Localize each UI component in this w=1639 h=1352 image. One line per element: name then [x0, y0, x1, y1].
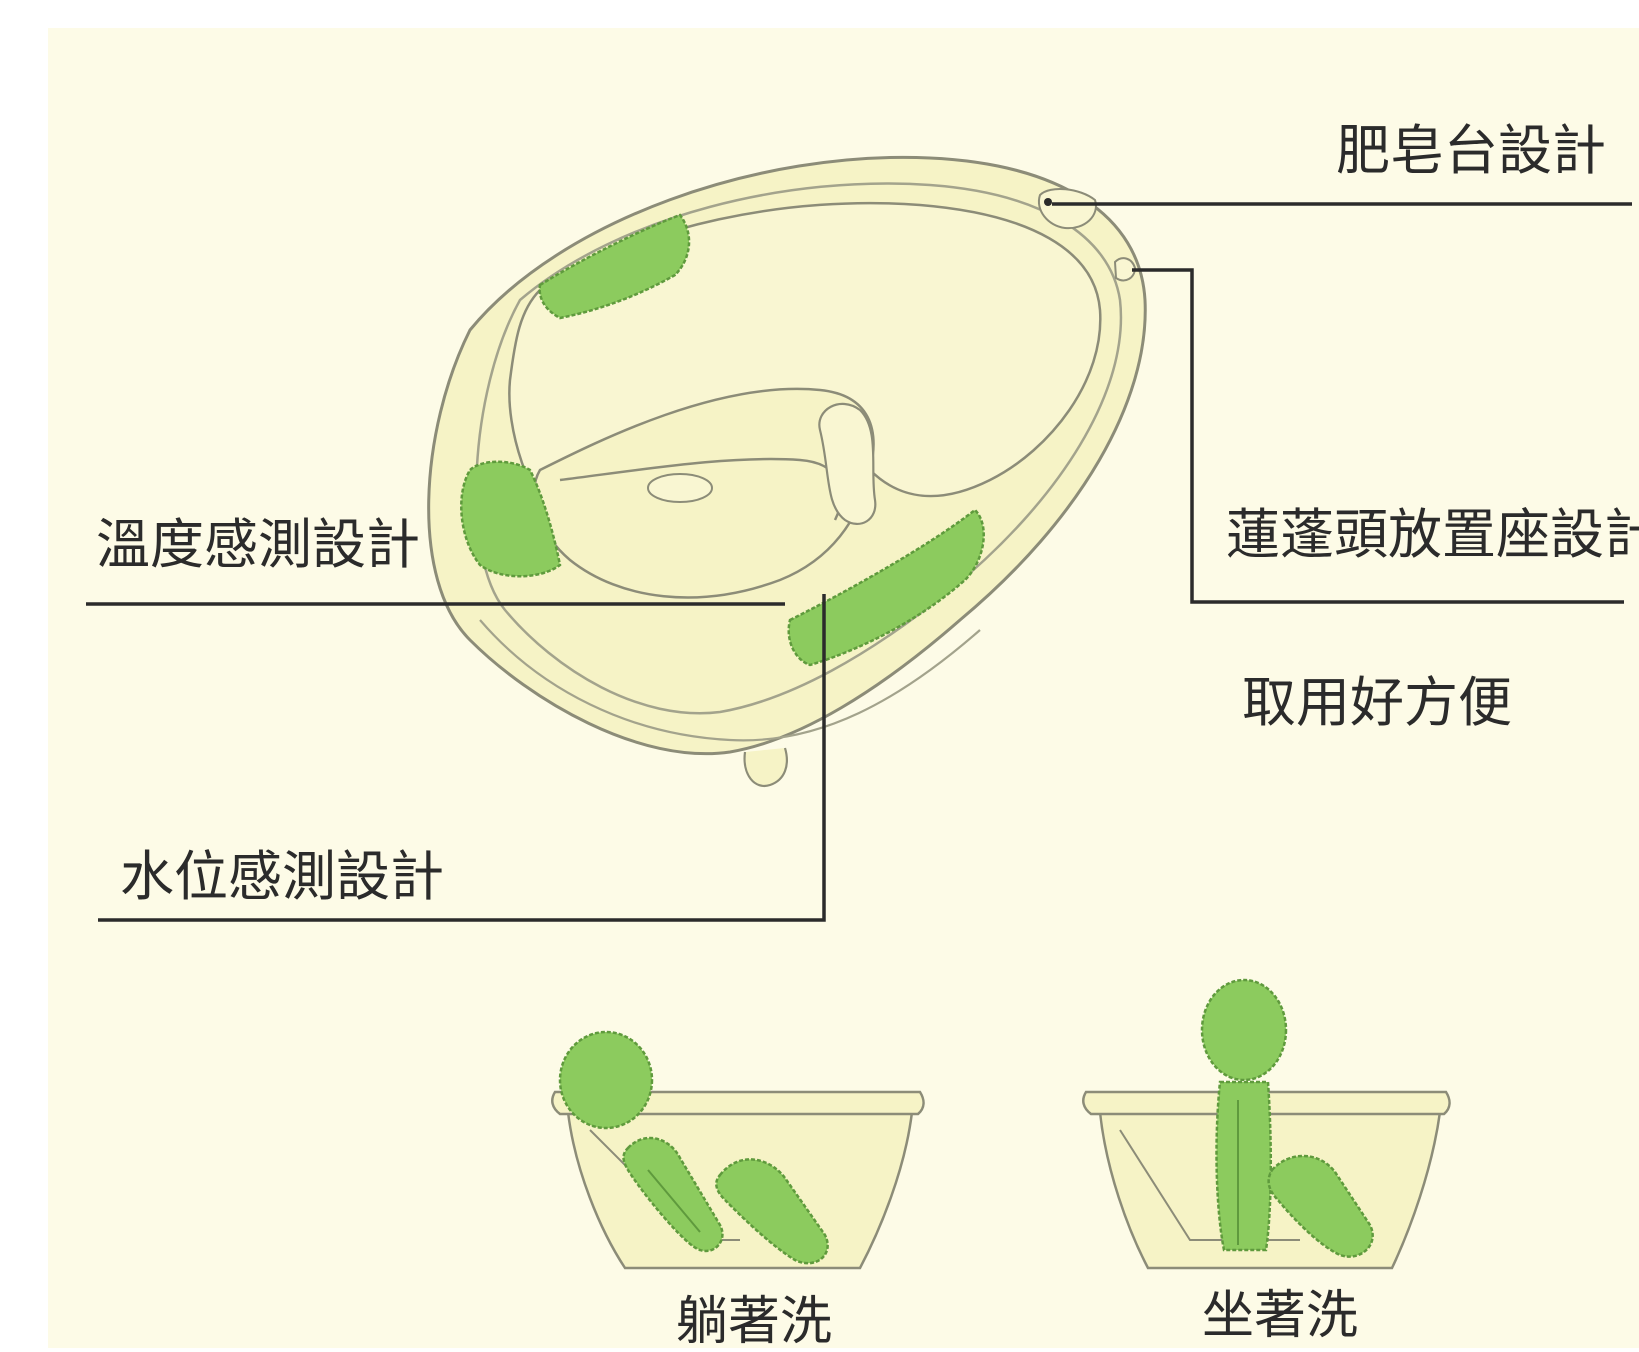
tub-headrest — [818, 402, 877, 526]
sitting-baby-body — [1215, 1080, 1273, 1252]
lying-wash-illustration — [551, 1030, 925, 1270]
label-shower-holder: 蓮蓬頭放置座設計 — [1226, 503, 1639, 566]
lying-baby-body — [622, 1136, 724, 1253]
lying-baby-legs — [715, 1158, 829, 1265]
soap-dish — [1037, 188, 1097, 230]
label-shower-holder-note: 取用好方便 — [1242, 671, 1512, 734]
label-sitting-wash: 坐著洗 — [1202, 1286, 1359, 1346]
leader-shower-holder — [1132, 268, 1624, 604]
label-temperature-sensor: 溫度感測設計 — [96, 513, 420, 576]
label-soap-tray: 肥皂台設計 — [1336, 119, 1606, 182]
leader-lines — [86, 202, 1632, 922]
label-water-level-sensor: 水位感測設計 — [120, 845, 444, 908]
green-pad-top — [538, 213, 691, 320]
lying-baby-head — [558, 1030, 654, 1130]
leader-water-level — [98, 594, 826, 922]
shower-holder — [1113, 257, 1137, 282]
green-pad-bottom — [787, 508, 985, 667]
sitting-wash-illustration — [1082, 978, 1451, 1270]
tub-rim-inner-line — [475, 182, 1123, 715]
sitting-baby-head — [1200, 978, 1288, 1082]
tub-drain — [647, 473, 713, 503]
lying-baby-arm — [647, 1169, 701, 1233]
main-bathtub — [427, 155, 1147, 788]
sitting-baby-legs — [1267, 1154, 1374, 1258]
label-lying-wash: 躺著洗 — [676, 1292, 833, 1352]
tub-foot — [743, 747, 788, 788]
soap-dish-point — [1044, 198, 1052, 206]
tub-hull-line — [479, 619, 981, 742]
green-pad-left — [460, 460, 562, 578]
